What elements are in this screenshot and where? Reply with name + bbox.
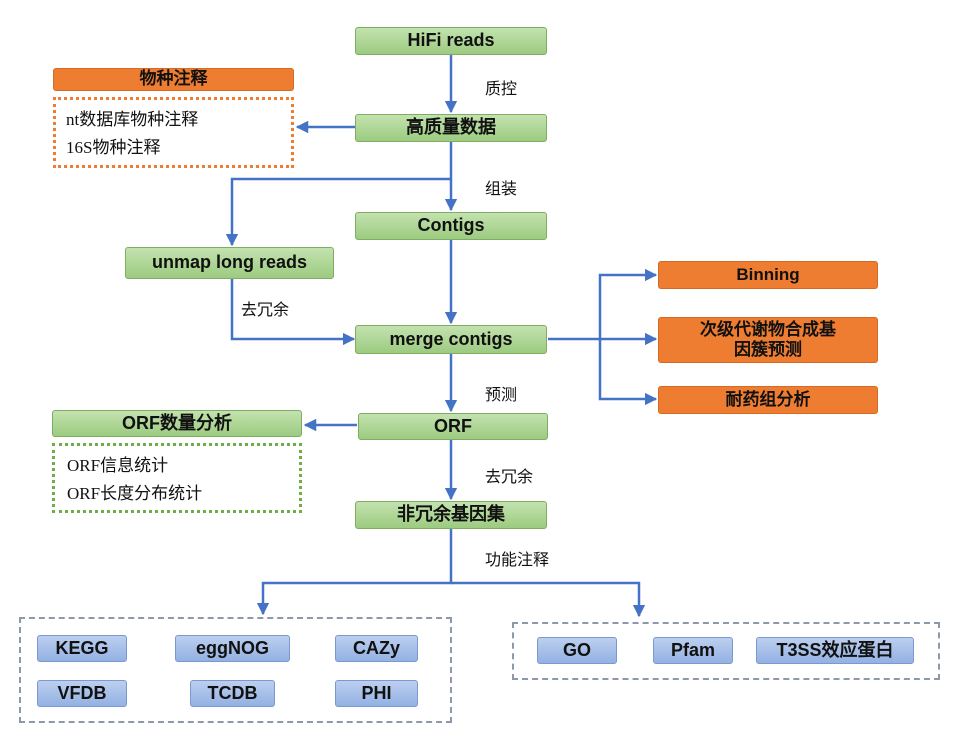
db-t3ss-effector: T3SS效应蛋白 (756, 637, 914, 664)
orf-analysis-panel: ORF信息统计 ORF长度分布统计 (52, 443, 302, 513)
arrow-hq-to-unmap (225, 177, 451, 247)
orf-count-analysis-header: ORF数量分析 (52, 410, 302, 437)
orf-item-info-stats: ORF信息统计 (67, 456, 169, 475)
contigs-node: Contigs (355, 212, 547, 240)
high-quality-data-node: 高质量数据 (355, 114, 547, 142)
edge-label-qc: 质控 (485, 79, 518, 98)
orf-node: ORF (358, 413, 548, 440)
arrow-nr-to-db-right (451, 581, 646, 618)
orf-item-length-distribution: ORF长度分布统计 (67, 484, 203, 503)
species-annotation-header: 物种注释 (53, 68, 294, 91)
hifi-reads-node: HiFi reads (355, 27, 547, 55)
database-group-left (19, 617, 452, 723)
edge-label-functional-annotation: 功能注释 (485, 550, 550, 569)
binning-node: Binning (658, 261, 878, 289)
secondary-metabolite-bgc-node: 次级代谢物合成基因簇预测 (658, 317, 878, 363)
db-kegg: KEGG (37, 635, 127, 662)
unmap-long-reads-node: unmap long reads (125, 247, 334, 279)
db-tcdb: TCDB (190, 680, 275, 707)
db-go: GO (537, 637, 617, 664)
db-phi: PHI (335, 680, 418, 707)
species-item-nt: nt数据库物种注释 (66, 110, 199, 129)
edge-label-assembly: 组装 (485, 179, 518, 198)
edge-label-dedup-2: 去冗余 (485, 467, 534, 486)
non-redundant-gene-set-node: 非冗余基因集 (355, 501, 547, 529)
arrow-merge-to-resist (598, 339, 658, 406)
edge-label-dedup-1: 去冗余 (241, 300, 290, 319)
resistome-analysis-node: 耐药组分析 (658, 386, 878, 414)
db-eggnog: eggNOG (175, 635, 290, 662)
arrow-merge-to-binning (598, 268, 658, 339)
arrow-nr-to-db-left (256, 529, 453, 616)
species-item-16s: 16S物种注释 (66, 138, 161, 157)
arrow-unmap-to-merge (230, 279, 356, 346)
db-cazy: CAZy (335, 635, 418, 662)
db-pfam: Pfam (653, 637, 733, 664)
database-group-right (512, 622, 940, 680)
db-vfdb: VFDB (37, 680, 127, 707)
species-annotation-panel: nt数据库物种注释 16S物种注释 (53, 97, 294, 168)
merge-contigs-node: merge contigs (355, 325, 547, 354)
edge-label-predict: 预测 (485, 385, 518, 404)
